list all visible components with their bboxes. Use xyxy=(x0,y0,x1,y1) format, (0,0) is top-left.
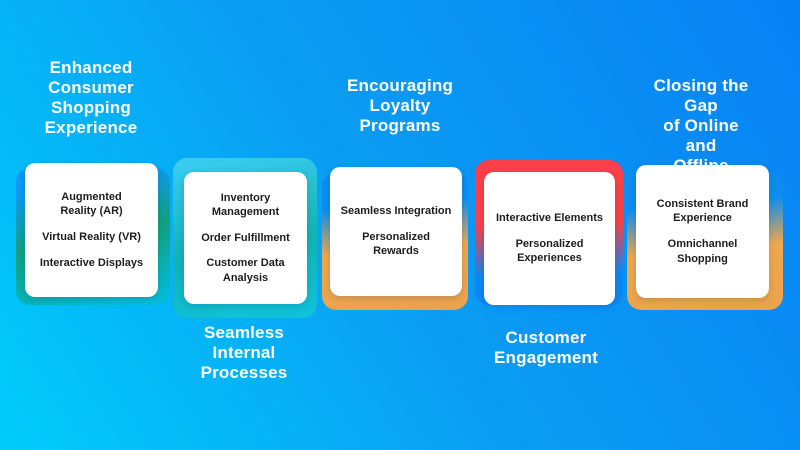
stage-3-card: Seamless Integration Personalized Reward… xyxy=(330,167,462,296)
card-item: Personalized Experiences xyxy=(515,237,584,265)
card-item: Inventory Management xyxy=(211,191,280,219)
stage-2-heading: Seamless Internal Processes xyxy=(200,323,288,383)
card-item: Customer Data Analysis xyxy=(206,257,285,284)
card-item: Interactive Displays xyxy=(39,256,144,269)
card-item: Consistent Brand Experience xyxy=(656,197,749,225)
card-item: Interactive Elements xyxy=(496,212,603,225)
stage-2-card: Inventory Management Order Fulfillment C… xyxy=(184,172,307,304)
stage-4-card: Interactive Elements Personalized Experi… xyxy=(484,172,615,305)
card-item: Virtual Reality (VR) xyxy=(42,231,141,243)
stage-4-heading: Customer Engagement xyxy=(493,328,599,368)
card-item: Order Fulfillment xyxy=(201,231,290,244)
stage-1-card: Augmented Reality (AR) Virtual Reality (… xyxy=(25,163,158,297)
card-item: Seamless Integration xyxy=(340,205,452,218)
card-item: Augmented Reality (AR) xyxy=(60,190,123,218)
stage-1-heading: Enhanced Consumer Shopping Experience xyxy=(44,58,138,138)
stage-5-card: Consistent Brand Experience Omnichannel … xyxy=(636,165,769,298)
card-item: Omnichannel Shopping xyxy=(667,238,738,265)
stage-3-heading: Encouraging Loyalty Programs xyxy=(346,76,454,136)
card-item: Personalized Rewards xyxy=(362,230,430,258)
